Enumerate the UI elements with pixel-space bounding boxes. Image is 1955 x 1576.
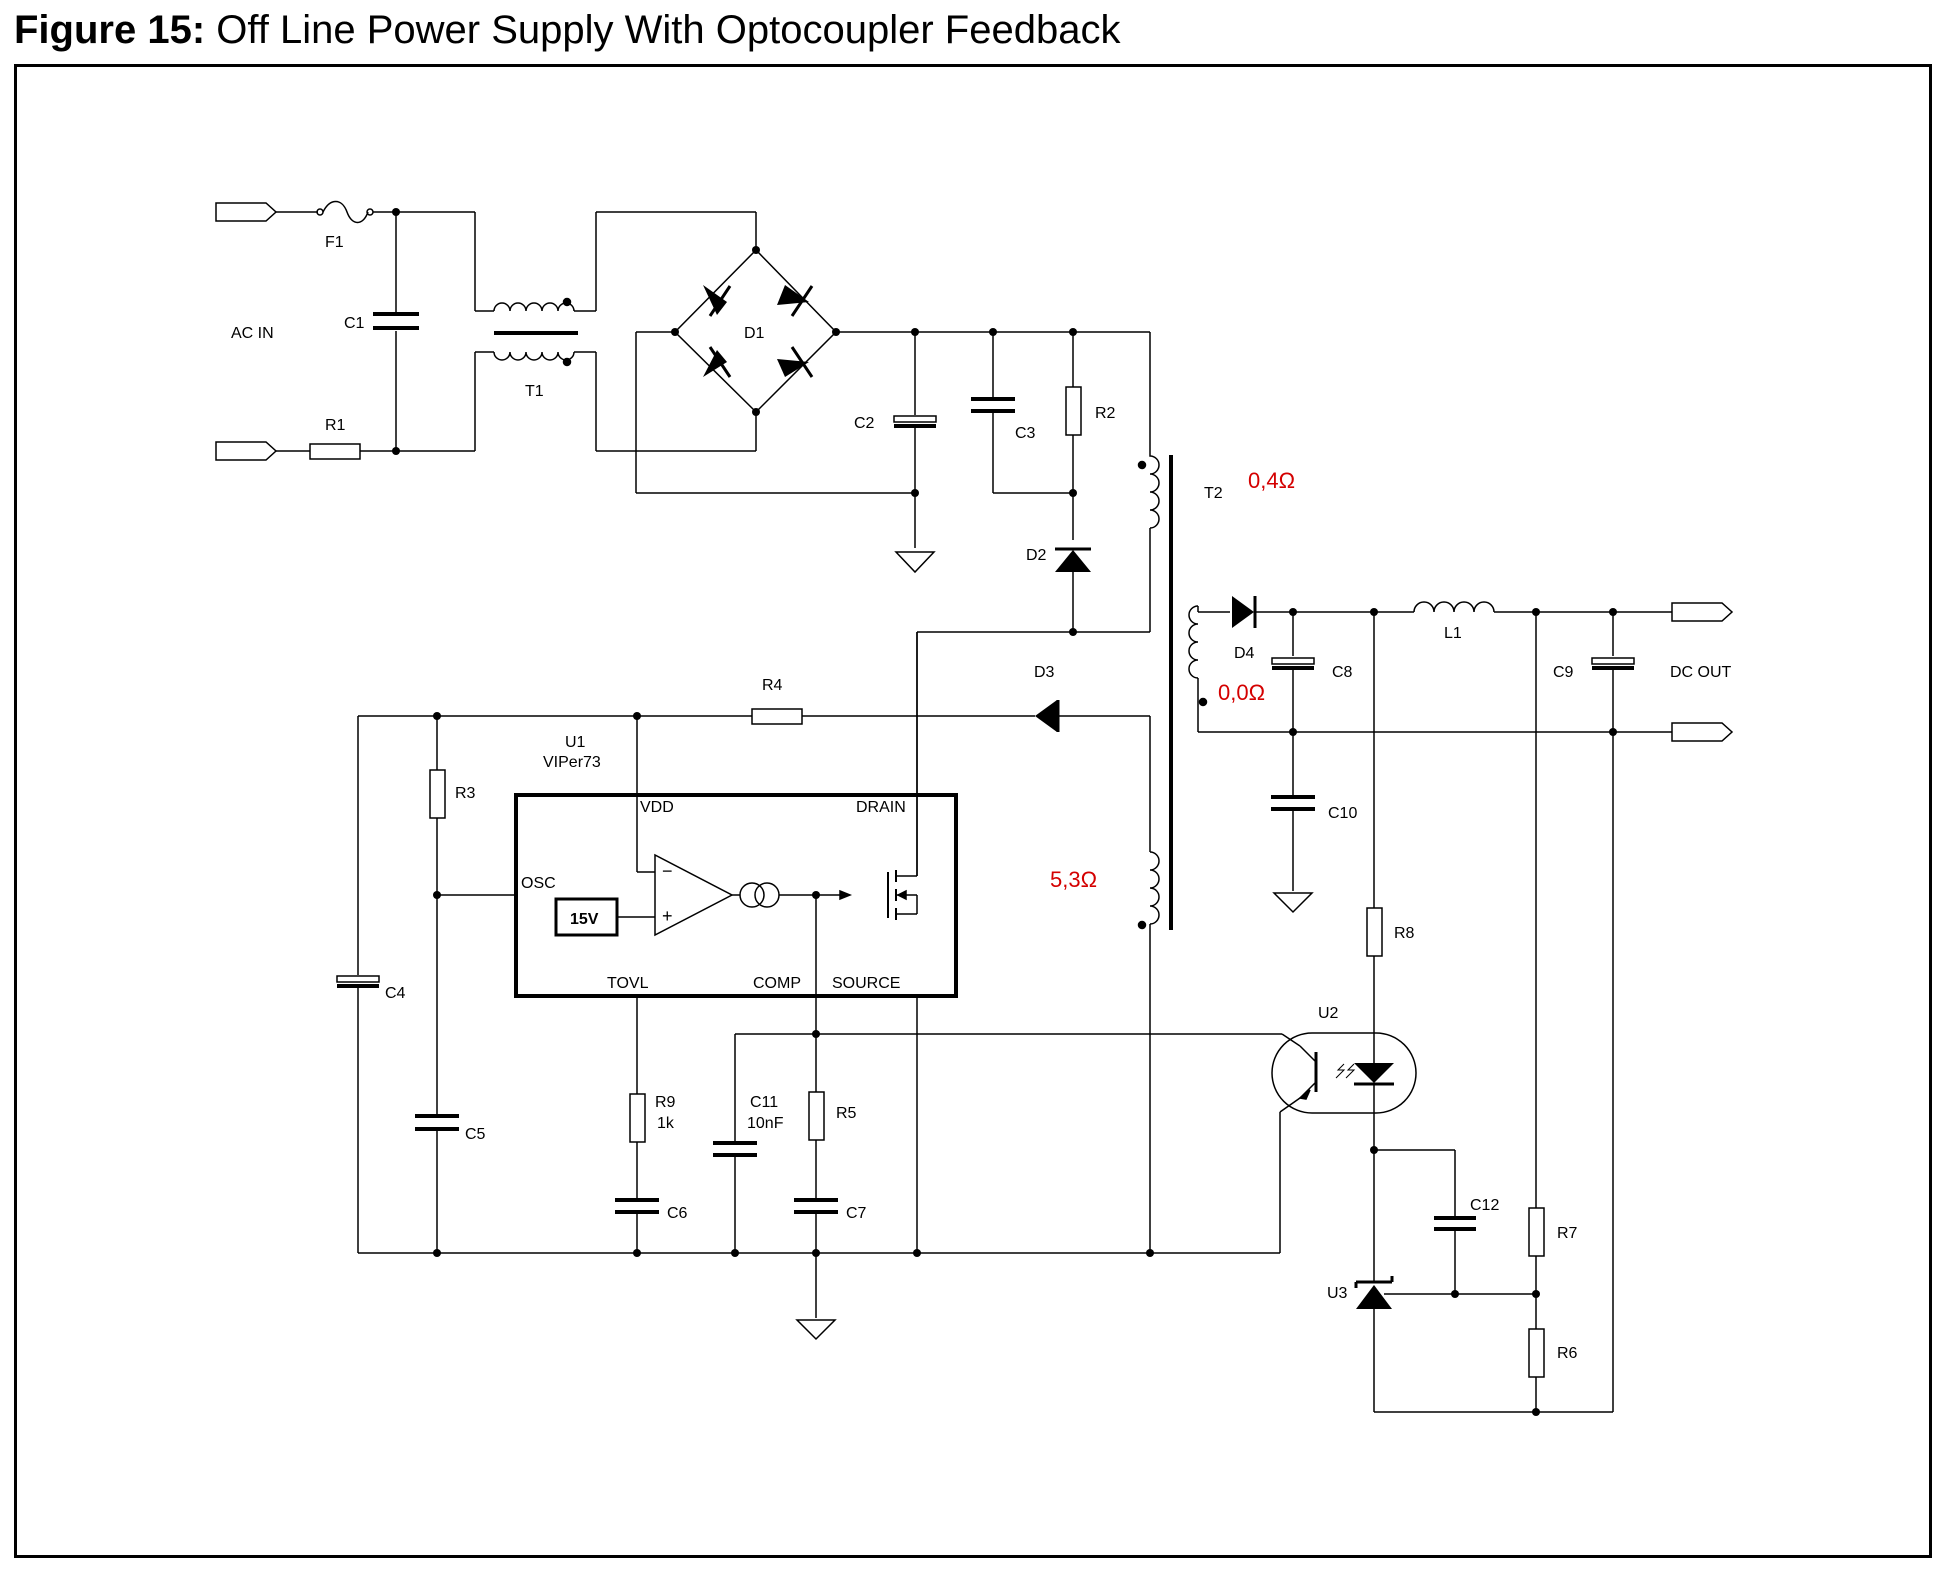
capacitor-c12 bbox=[1434, 1216, 1476, 1231]
resistor-r3 bbox=[429, 769, 446, 819]
label-c7: C7 bbox=[846, 1205, 867, 1222]
capacitor-c4 bbox=[336, 975, 380, 988]
winding-resistance-auxiliary: 5,3Ω bbox=[1050, 867, 1097, 892]
capacitor-c10 bbox=[1271, 795, 1315, 811]
resistor-r4 bbox=[751, 708, 803, 725]
label-c1: C1 bbox=[344, 315, 365, 332]
transformer-t1 bbox=[474, 212, 596, 451]
mosfet bbox=[887, 870, 918, 920]
pin-osc: OSC bbox=[521, 875, 556, 892]
svg-text:+: + bbox=[662, 906, 673, 926]
label-r1: R1 bbox=[325, 417, 346, 434]
winding-resistance-primary: 0,4Ω bbox=[1248, 468, 1295, 493]
capacitor-c3 bbox=[971, 397, 1015, 413]
label-c6: C6 bbox=[667, 1205, 688, 1222]
label-r5: R5 bbox=[836, 1105, 857, 1122]
error-amplifier: − + bbox=[654, 853, 734, 937]
label-c2: C2 bbox=[854, 415, 875, 432]
label-t2: T2 bbox=[1204, 485, 1223, 502]
capacitor-c7 bbox=[794, 1198, 838, 1214]
capacitor-c1 bbox=[373, 312, 419, 330]
capacitor-c8 bbox=[1271, 657, 1315, 670]
svg-text:−: − bbox=[662, 861, 673, 881]
winding-resistance-secondary: 0,0Ω bbox=[1218, 680, 1265, 705]
ic-u1-viper73 bbox=[514, 793, 958, 998]
label-15v: 15V bbox=[570, 911, 599, 928]
resistor-r1 bbox=[309, 443, 361, 460]
resistor-r9 bbox=[629, 1093, 646, 1143]
label-f1: F1 bbox=[325, 234, 344, 251]
label-c10: C10 bbox=[1328, 805, 1357, 822]
figure-frame bbox=[14, 64, 1932, 1558]
dc-out-connector-bottom bbox=[1671, 722, 1734, 742]
label-t1: T1 bbox=[525, 383, 544, 400]
label-c3: C3 bbox=[1015, 425, 1036, 442]
pin-comp: COMP bbox=[753, 975, 801, 992]
pin-vdd: VDD bbox=[640, 799, 674, 816]
ac-in-connector-top bbox=[215, 202, 278, 222]
ground-symbol bbox=[795, 1319, 837, 1341]
bridge-rectifier-d1 bbox=[673, 248, 838, 414]
inductor-l1 bbox=[1413, 601, 1495, 613]
label-d2: D2 bbox=[1026, 547, 1047, 564]
diode-d3 bbox=[1035, 700, 1060, 732]
label-r9: R9 bbox=[655, 1094, 676, 1111]
label-c5: C5 bbox=[465, 1126, 486, 1143]
capacitor-c2 bbox=[893, 415, 937, 428]
label-c11: C11 bbox=[750, 1094, 778, 1111]
label-u1: U1 bbox=[565, 734, 586, 751]
resistor-r2 bbox=[1065, 386, 1082, 436]
ground-symbol bbox=[894, 551, 936, 574]
transformer-t2 bbox=[1137, 452, 1208, 930]
label-ac-in: AC IN bbox=[231, 325, 274, 342]
label-c12: C12 bbox=[1470, 1197, 1499, 1214]
figure-caption: Off Line Power Supply With Optocoupler F… bbox=[205, 8, 1121, 52]
current-source-icon bbox=[739, 882, 780, 908]
label-u2: U2 bbox=[1318, 1005, 1339, 1022]
resistor-r7 bbox=[1528, 1207, 1545, 1257]
ac-in-connector-bottom bbox=[215, 441, 278, 461]
label-dc-out: DC OUT bbox=[1670, 664, 1732, 681]
label-r7: R7 bbox=[1557, 1225, 1578, 1242]
resistor-r6 bbox=[1528, 1328, 1545, 1378]
capacitor-c5 bbox=[415, 1114, 459, 1131]
optocoupler-u2 bbox=[1271, 1032, 1417, 1150]
fuse-f1 bbox=[316, 200, 374, 224]
capacitor-c11 bbox=[713, 1141, 757, 1157]
value-c11: 10nF bbox=[747, 1115, 784, 1132]
capacitor-c6 bbox=[615, 1198, 659, 1214]
label-r2: R2 bbox=[1095, 405, 1116, 422]
label-d4: D4 bbox=[1234, 645, 1255, 662]
capacitor-c9 bbox=[1591, 657, 1635, 670]
pin-source: SOURCE bbox=[832, 975, 900, 992]
label-c9: C9 bbox=[1553, 664, 1574, 681]
label-d1: D1 bbox=[744, 325, 765, 342]
label-u1-part: VIPer73 bbox=[543, 754, 601, 771]
resistor-r5 bbox=[808, 1091, 825, 1141]
label-l1: L1 bbox=[1444, 625, 1462, 642]
pin-tovl: TOVL bbox=[607, 975, 649, 992]
value-r9: 1k bbox=[657, 1115, 675, 1132]
label-r3: R3 bbox=[455, 785, 476, 802]
figure-number: Figure 15: bbox=[14, 8, 206, 52]
resistor-r8 bbox=[1366, 907, 1383, 957]
label-c8: C8 bbox=[1332, 664, 1353, 681]
label-u3: U3 bbox=[1327, 1285, 1348, 1302]
shunt-regulator-u3 bbox=[1354, 1276, 1394, 1309]
ground-symbol bbox=[1272, 892, 1314, 914]
figure-title: Figure 15: Off Line Power Supply With Op… bbox=[14, 8, 1120, 53]
diode-d2 bbox=[1055, 547, 1091, 572]
diode-d4 bbox=[1232, 596, 1257, 628]
label-r8: R8 bbox=[1394, 925, 1415, 942]
label-r4: R4 bbox=[762, 677, 783, 694]
dc-out-connector-top bbox=[1671, 602, 1734, 622]
label-r6: R6 bbox=[1557, 1345, 1578, 1362]
label-d3: D3 bbox=[1034, 664, 1055, 681]
label-c4: C4 bbox=[385, 985, 406, 1002]
pin-drain: DRAIN bbox=[856, 799, 906, 816]
junction-dots bbox=[392, 208, 1617, 1416]
